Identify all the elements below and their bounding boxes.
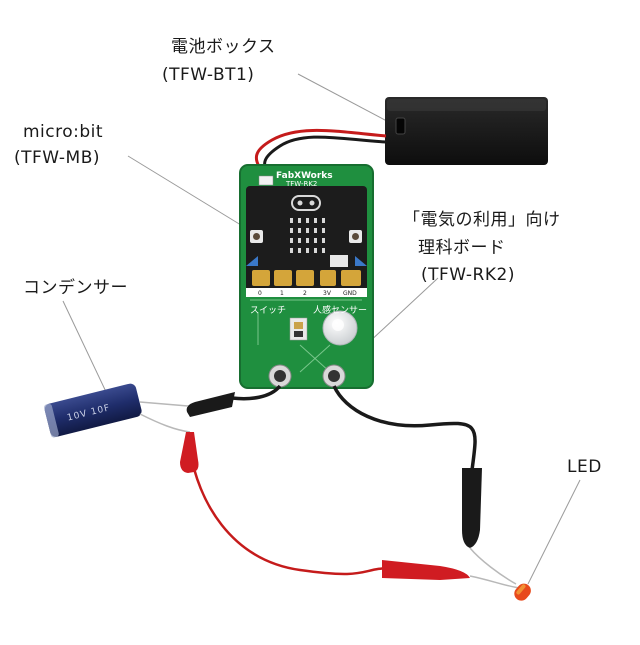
battery-box-name: 電池ボックス — [171, 37, 276, 57]
red-clip-top — [180, 432, 199, 473]
edge-pins — [252, 270, 361, 286]
red-clip-right — [382, 560, 470, 580]
svg-text:1: 1 — [280, 290, 284, 297]
black-leads — [231, 384, 477, 471]
microbit — [246, 186, 367, 288]
pin-label: 0 — [258, 290, 262, 297]
pin-label: 1 — [280, 290, 284, 297]
battery-box-model: (TFW-BT1) — [162, 65, 255, 85]
leader-lines — [62, 73, 581, 585]
pin-labels: 0 1 2 3V GND — [258, 290, 357, 297]
switch-label: スイッチ — [250, 305, 286, 316]
board-name-line1: 「電気の利用」向け — [403, 210, 561, 230]
svg-text:3V: 3V — [323, 290, 332, 297]
svg-text:人感センサー: 人感センサー — [313, 304, 367, 316]
board-silkscreen: FabXWorks TFW-RK2 スイッチ 人感センサー — [250, 171, 367, 316]
board-model: TFW-RK2 — [285, 180, 317, 188]
microbit-model: (TFW-MB) — [14, 148, 101, 168]
leader-capacitor — [62, 300, 109, 397]
svg-text:GND: GND — [343, 290, 357, 297]
led-name: LED — [567, 457, 602, 477]
svg-text:スイッチ: スイッチ — [250, 305, 286, 316]
leader-led — [527, 479, 581, 585]
pin-label: 2 — [303, 290, 307, 297]
leader-microbit — [127, 155, 255, 234]
svg-text:FabXWorks: FabXWorks — [276, 171, 333, 181]
battery-box — [385, 97, 548, 165]
microbit-name: micro:bit — [23, 122, 104, 142]
sensor-label: 人感センサー — [313, 304, 367, 316]
board-model: (TFW-RK2) — [421, 265, 515, 285]
red-lead — [180, 432, 521, 589]
pin-label: GND — [343, 290, 357, 297]
svg-text:0: 0 — [258, 290, 262, 297]
svg-text:TFW-RK2: TFW-RK2 — [285, 180, 317, 188]
motion-sensor — [322, 310, 358, 346]
capacitor-name: コンデンサー — [23, 278, 128, 298]
led-matrix — [290, 218, 325, 253]
black-clip-right — [462, 468, 517, 585]
board-switch — [289, 317, 308, 341]
svg-text:2: 2 — [303, 290, 307, 297]
pin-label: 3V — [323, 290, 332, 297]
board-name-line2: 理科ボード — [418, 238, 506, 258]
leader-battery — [297, 73, 401, 129]
battery-switch — [395, 117, 406, 135]
science-board — [239, 164, 374, 389]
led — [514, 583, 531, 601]
black-clip-left — [186, 392, 235, 417]
capacitor: 10V 10F — [44, 383, 191, 438]
board-brand: FabXWorks — [276, 171, 333, 181]
